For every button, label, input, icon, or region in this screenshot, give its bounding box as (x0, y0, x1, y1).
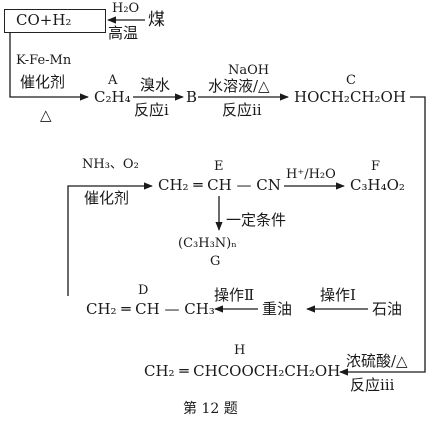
arrow5-top-label: H⁺/H₂O (286, 167, 336, 182)
coal-label: 煤 (148, 10, 165, 30)
arrow2-bottom-label: 反应ⅰ (134, 101, 169, 119)
connector-C-to-H (410, 96, 426, 363)
coal-arrow-top-label: H₂O (112, 1, 140, 16)
compound-F: C₃H₄O₂ (350, 176, 405, 194)
arrow9-top-label: 浓硫酸/△ (346, 352, 408, 370)
arrow7-top-label: 操作Ⅱ (214, 286, 255, 304)
arrow4-top-label-1: NH₃、O₂ (82, 157, 139, 172)
arrow9-bottom-label: 反应ⅲ (350, 376, 395, 394)
compound-B: B (186, 88, 198, 106)
syngas-label: CO+H₂ (16, 11, 72, 29)
label-A: A (108, 73, 118, 88)
arrow-F-to-H (339, 363, 426, 376)
heavy-oil-label: 重油 (262, 300, 293, 318)
compound-D: CH₂ ═ CH — CH₃ (86, 300, 215, 318)
compound-H: CH₂ ═ CHCOOCH₂CH₂OH (144, 362, 341, 380)
petroleum-label: 石油 (372, 300, 403, 318)
label-D: D (138, 283, 149, 298)
arrow1-bottom-label: △ (40, 106, 52, 124)
arrow2-top-label: 溴水 (140, 76, 171, 94)
label-H: H (234, 343, 246, 358)
arrow1-top-label-1: K-Fe-Mn (16, 53, 72, 68)
arrow6-label: 一定条件 (226, 211, 287, 229)
compound-G: (C₃H₃N)ₙ (178, 236, 237, 251)
label-F: F (371, 159, 381, 174)
figure-caption: 第 12 题 (183, 401, 238, 417)
arrow3-bottom-label: 反应ⅱ (222, 101, 262, 119)
label-G: G (210, 254, 221, 269)
label-C: C (346, 73, 356, 88)
compound-C: HOCH₂CH₂OH (294, 88, 406, 106)
arrow-D-to-E (67, 182, 153, 296)
arrow1-top-label-2: 催化剂 (20, 73, 66, 91)
arrow3-top-label-2: 水溶液/△ (208, 77, 270, 95)
compound-E: CH₂ ═ CH — CN (158, 176, 281, 194)
arrow4-top-label-2: 催化剂 (84, 189, 130, 207)
label-E: E (214, 159, 224, 174)
compound-A: C₂H₄ (94, 88, 131, 106)
syngas-box (4, 9, 106, 33)
coal-arrow-bottom-label: 高温 (108, 24, 139, 42)
arrow8-top-label: 操作Ⅰ (320, 286, 356, 304)
arrow-syngas-to-A (9, 32, 89, 101)
arrow3-top-label-1: NaOH (228, 63, 270, 78)
